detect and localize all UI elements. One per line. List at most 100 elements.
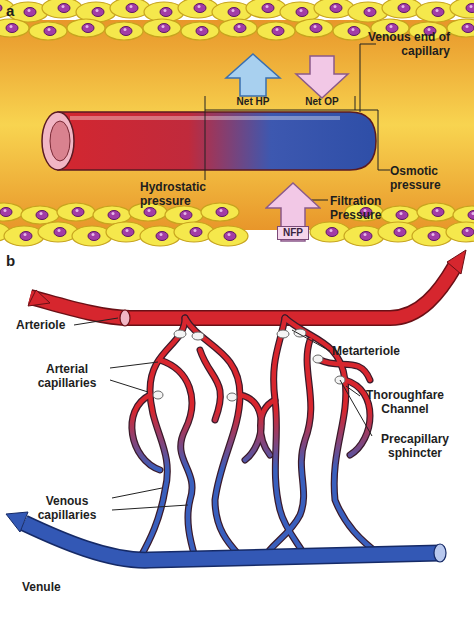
nucleus-highlight: [220, 209, 223, 212]
nucleus-highlight: [466, 25, 469, 28]
tissue-cell: [450, 0, 474, 18]
leader-lines: [74, 318, 372, 510]
tissue-cells: [0, 0, 474, 246]
tissue-cell: [344, 226, 384, 246]
nucleus-highlight: [194, 229, 197, 232]
leader-line: [360, 44, 376, 112]
tissue-cell: [208, 226, 248, 246]
nucleus-highlight: [86, 25, 89, 28]
nucleus-highlight: [96, 9, 99, 12]
nucleus-highlight: [402, 5, 405, 8]
nucleus-highlight: [228, 233, 231, 236]
cell-nucleus: [120, 27, 132, 36]
nucleus-highlight: [184, 212, 187, 215]
nucleus-highlight: [130, 5, 133, 8]
nucleus-highlight: [470, 5, 473, 8]
nucleus-highlight: [162, 25, 165, 28]
tissue-cell: [219, 19, 257, 37]
panel-letter: a: [6, 2, 26, 19]
cell-nucleus: [466, 4, 474, 13]
tissue-cell: [140, 226, 180, 246]
tissue-cell: [105, 22, 143, 40]
cell-nucleus: [234, 24, 246, 33]
cell-nucleus: [144, 208, 156, 217]
nucleus-highlight: [76, 209, 79, 212]
nucleus-highlight: [10, 25, 13, 28]
venule-outline: [24, 523, 440, 560]
tissue-band: [0, 20, 474, 230]
tissue-cell: [178, 0, 218, 18]
cell-nucleus: [0, 208, 12, 217]
nucleus-highlight: [198, 5, 201, 8]
cell-nucleus: [396, 211, 408, 220]
tissue-cell: [93, 206, 131, 224]
nucleus-highlight: [148, 209, 151, 212]
tissue-cell: [416, 2, 456, 22]
nucleus-highlight: [62, 5, 65, 8]
tissue-cell: [4, 226, 44, 246]
cell-nucleus: [190, 228, 202, 237]
arteriole: [30, 266, 455, 318]
cell-nucleus: [158, 24, 170, 33]
vessel-opening: [434, 544, 446, 562]
cell-nucleus: [54, 228, 66, 237]
tissue-cell: [447, 19, 474, 37]
tissue-cell: [67, 19, 105, 37]
nucleus-highlight: [238, 25, 241, 28]
cell-nucleus: [6, 24, 18, 33]
nucleus-highlight: [124, 28, 127, 31]
nucleus-highlight: [330, 229, 333, 232]
vessel-label: Thoroughfare Channel: [355, 388, 455, 416]
nucleus-highlight: [164, 9, 167, 12]
nucleus-highlight: [432, 233, 435, 236]
tissue-cell: [21, 206, 59, 224]
cell-nucleus: [82, 24, 94, 33]
region-label: Venous end of capillary: [330, 30, 450, 58]
cell-nucleus: [108, 211, 120, 220]
nucleus-highlight: [368, 9, 371, 12]
cell-nucleus: [364, 8, 376, 17]
leader-line: [355, 110, 390, 170]
cell-nucleus: [0, 4, 2, 13]
tube-lumen: [50, 121, 70, 161]
nucleus-highlight: [352, 28, 355, 31]
tissue-cell: [382, 0, 422, 18]
tissue-cell: [57, 203, 95, 221]
flow-arrowhead: [447, 250, 466, 274]
nucleus-highlight: [436, 209, 439, 212]
cell-nucleus: [160, 8, 172, 17]
cell-nucleus: [432, 8, 444, 17]
tissue-cell: [417, 203, 455, 221]
cell-nucleus: [216, 208, 228, 217]
cell-nucleus: [44, 27, 56, 36]
tissue-cell: [165, 206, 203, 224]
leader-line: [205, 110, 206, 180]
cell-nucleus: [394, 228, 406, 237]
hydrostatic-arrow: [226, 54, 280, 96]
cell-nucleus: [468, 211, 474, 220]
tissue-cell: [110, 0, 150, 18]
nucleus-highlight: [28, 9, 31, 12]
tissue-cell: [446, 222, 474, 242]
tissue-cell: [381, 206, 419, 224]
cell-nucleus: [310, 24, 322, 33]
cell-nucleus: [360, 232, 372, 241]
panel-letter: b: [6, 252, 26, 269]
cell-nucleus: [24, 8, 36, 17]
cell-nucleus: [228, 8, 240, 17]
nucleus-highlight: [40, 212, 43, 215]
tissue-cell: [174, 222, 214, 242]
nucleus-highlight: [58, 229, 61, 232]
cell-nucleus: [348, 27, 360, 36]
cell-nucleus: [224, 232, 236, 241]
tissue-cell: [143, 19, 181, 37]
nucleus-highlight: [112, 212, 115, 215]
cell-nucleus: [330, 4, 342, 13]
tissue-cell: [257, 22, 295, 40]
tissue-cell: [0, 19, 29, 37]
nucleus-highlight: [314, 25, 317, 28]
cell-nucleus: [196, 27, 208, 36]
cell-nucleus: [122, 228, 134, 237]
vessel-label: Precapillary sphincter: [365, 432, 465, 460]
